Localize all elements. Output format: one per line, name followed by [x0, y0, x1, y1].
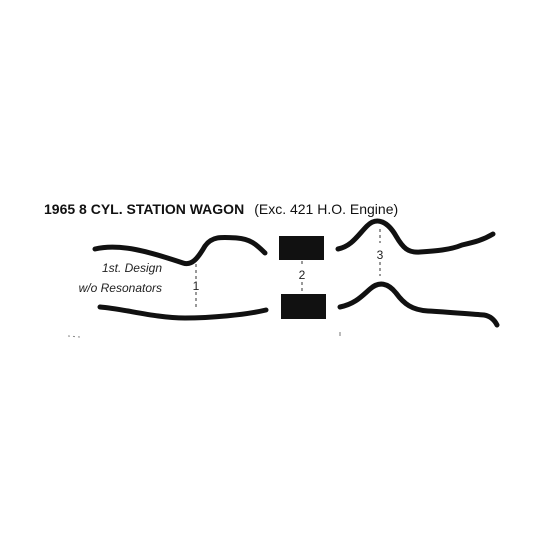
lower-front-pipe: [97, 304, 269, 321]
diagram-title: 1965 8 CYL. STATION WAGON (Exc. 421 H.O.…: [44, 201, 398, 218]
callout-1: 1: [193, 279, 200, 293]
lower-tail-pipe: [337, 281, 500, 328]
title-model: 1965 8 CYL. STATION WAGON: [44, 201, 244, 217]
upper-muffler: [279, 236, 324, 260]
title-qualifier: (Exc. 421 H.O. Engine): [254, 201, 398, 217]
design-label-line2: w/o Resonators: [79, 281, 162, 295]
lower-muffler: [281, 294, 326, 319]
callout-3: 3: [377, 248, 384, 262]
design-label-line1: 1st. Design: [102, 261, 162, 275]
scan-artifact-left: [67, 335, 81, 338]
upper-tail-pipe: [335, 218, 496, 255]
upper-front-pipe: [92, 234, 268, 267]
callout-2: 2: [299, 268, 306, 282]
